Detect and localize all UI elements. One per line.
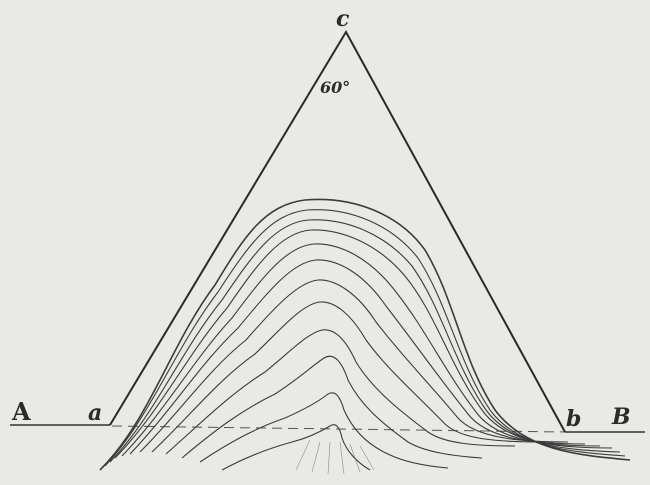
label-apex-c: c [336, 6, 350, 32]
base-line [10, 424, 645, 433]
label-right-outer-B: B [611, 404, 631, 430]
strata-layers [99, 198, 631, 471]
label-left-outer-A: A [11, 397, 31, 426]
triangle-sides [109, 29, 566, 433]
label-angle: 60° [320, 78, 350, 97]
label-right-inner-b: b [566, 406, 581, 432]
label-left-inner-a: a [88, 400, 102, 426]
stratum-hatching [295, 439, 375, 475]
